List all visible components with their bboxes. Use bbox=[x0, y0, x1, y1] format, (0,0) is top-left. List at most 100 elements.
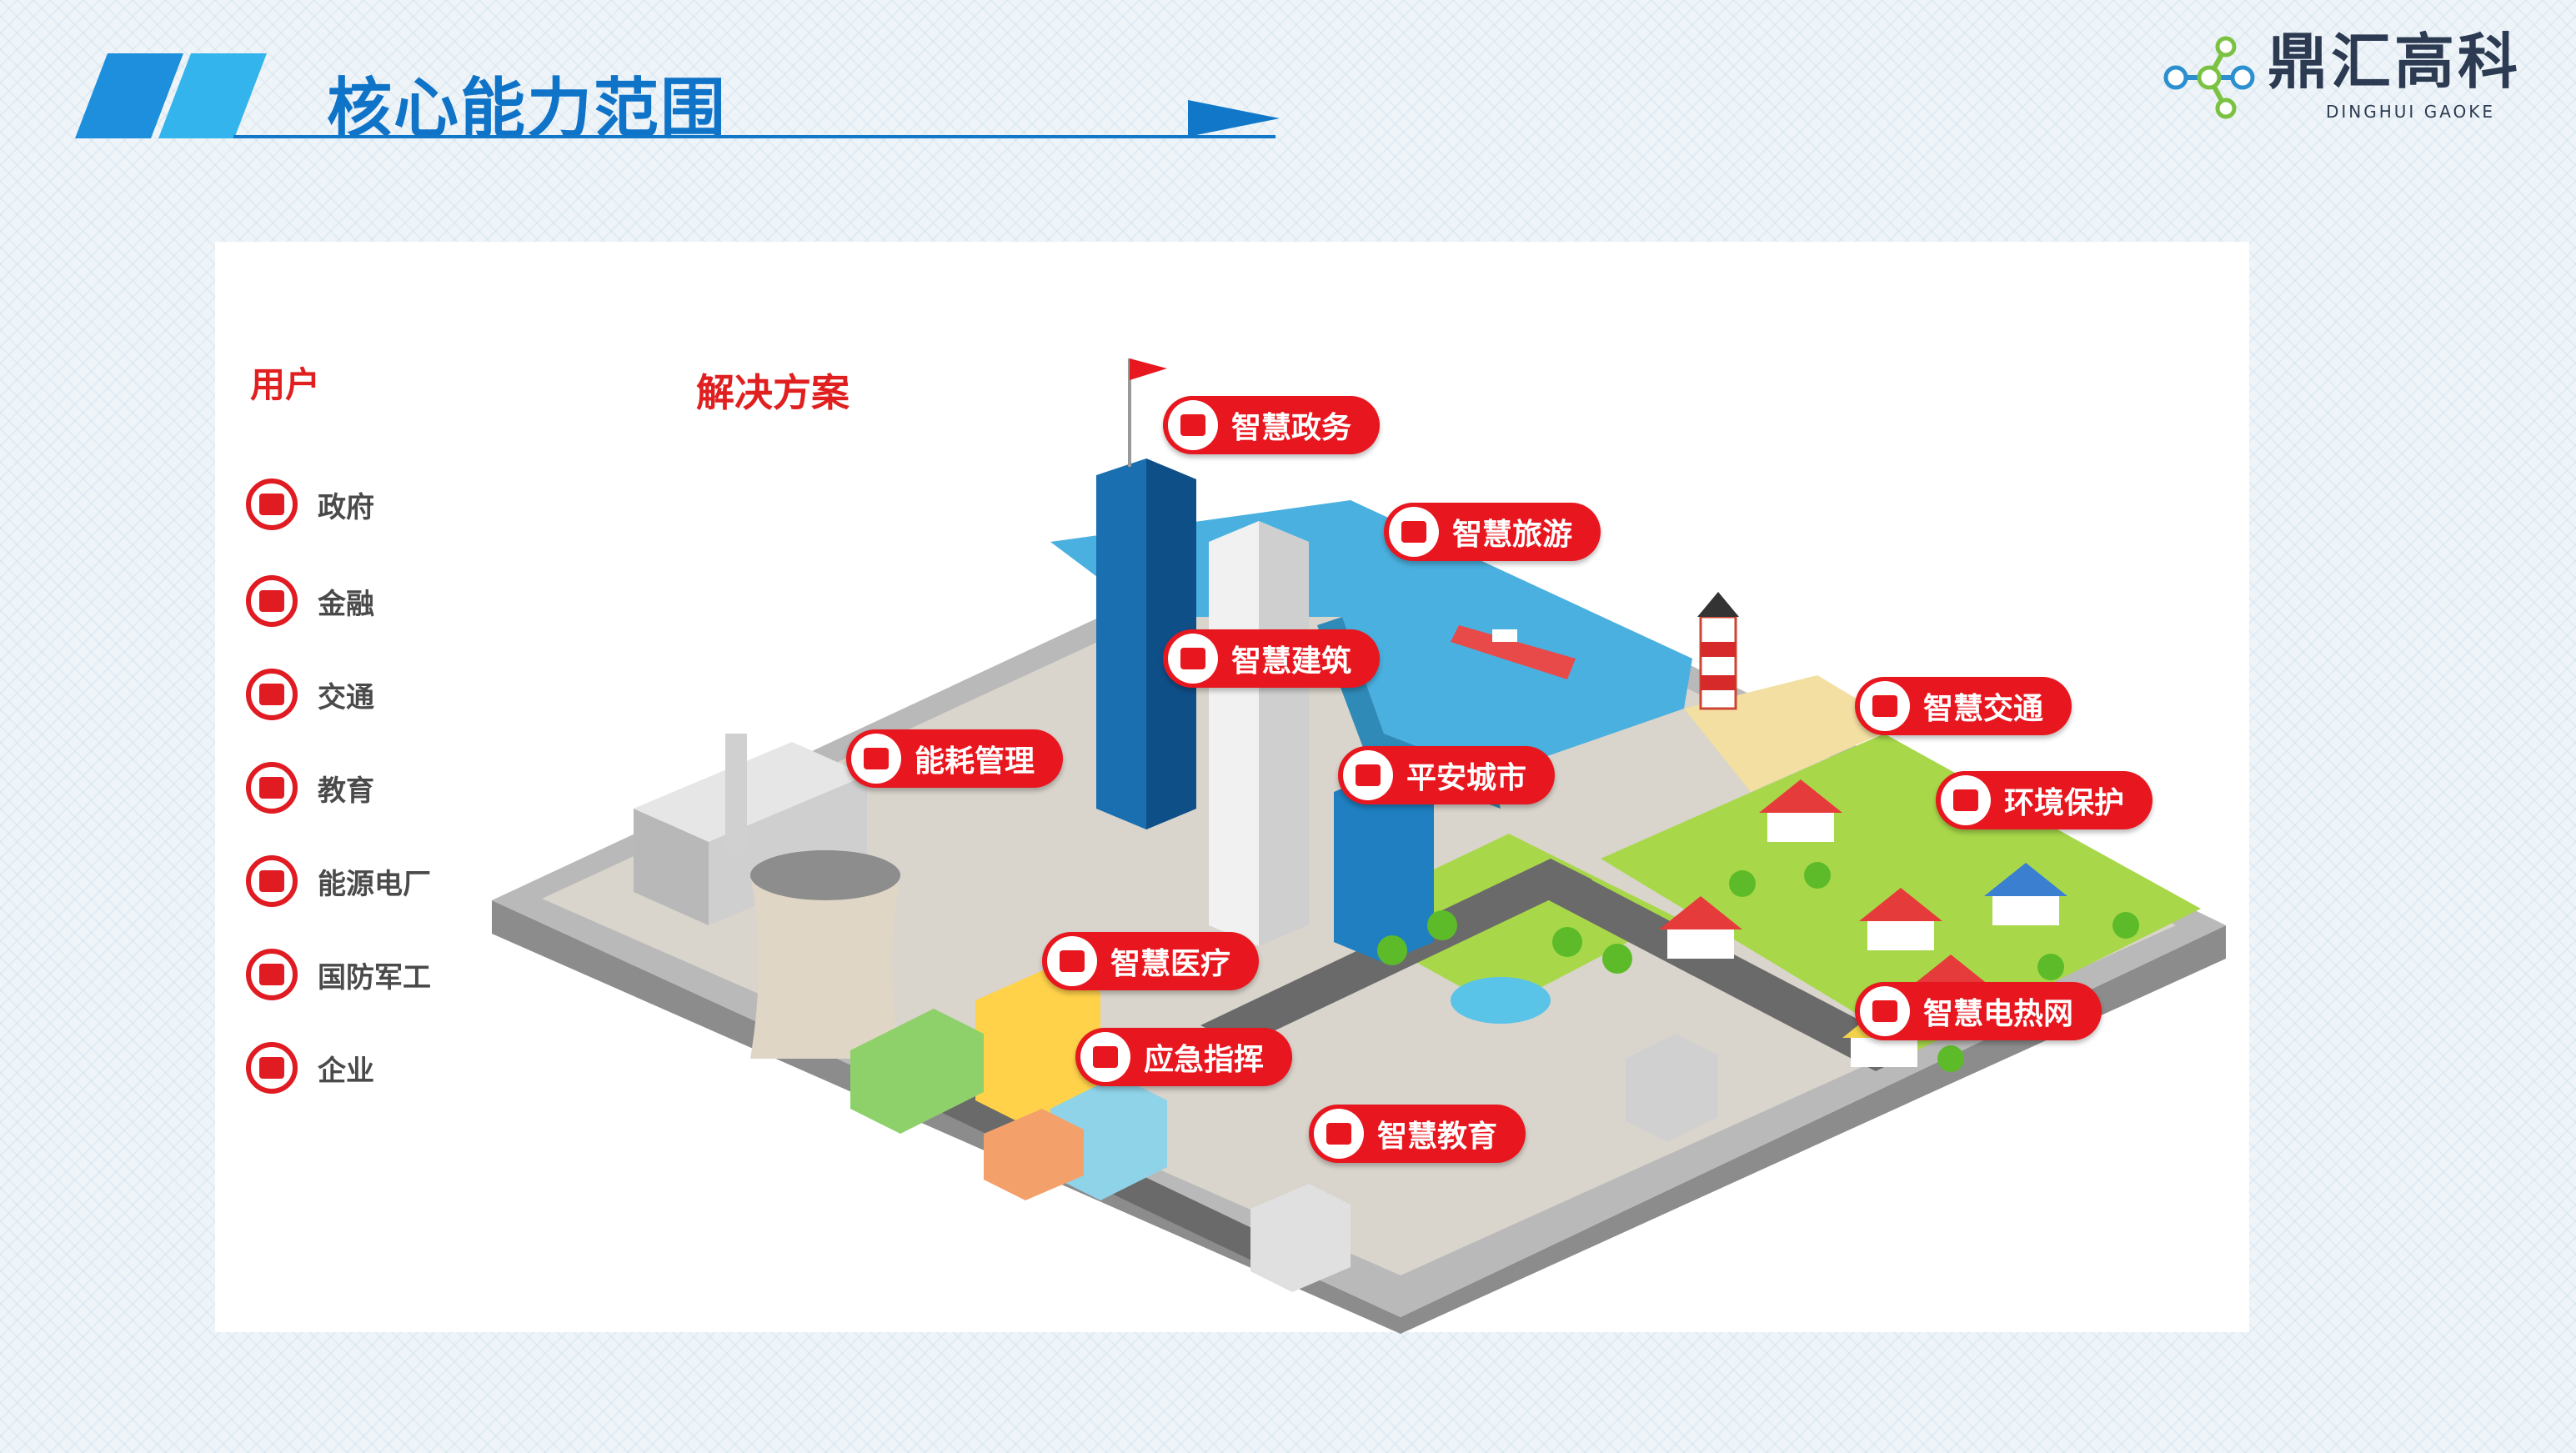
lighthouse-stripe bbox=[1701, 675, 1736, 690]
user-label: 教育 bbox=[318, 774, 374, 808]
slide-header: 核心能力范围 bbox=[0, 0, 2576, 167]
solution-label: 智慧电热网 bbox=[1923, 997, 2074, 1031]
solutions-heading: 解决方案 bbox=[696, 370, 849, 415]
user-label: 能源电厂 bbox=[318, 867, 431, 901]
user-item-transport: 交通 bbox=[246, 665, 374, 724]
lighthouse bbox=[1699, 615, 1737, 710]
user-item-energy: 能源电厂 bbox=[246, 852, 431, 910]
tree bbox=[1552, 927, 1582, 957]
logo-name: 鼎汇高科 bbox=[2268, 27, 2522, 97]
government-building-icon bbox=[246, 478, 298, 530]
user-item-government: 政府 bbox=[246, 475, 374, 534]
factory-roof bbox=[634, 742, 867, 842]
beach bbox=[1684, 675, 1901, 792]
solution-label: 平安城市 bbox=[1406, 761, 1527, 795]
solution-label: 能耗管理 bbox=[915, 744, 1035, 779]
factory-wall bbox=[709, 775, 867, 925]
pill-capsule-icon bbox=[1047, 936, 1097, 986]
solution-label: 智慧交通 bbox=[1923, 692, 2044, 726]
tree bbox=[1937, 1045, 1964, 1072]
toolbox-icon bbox=[246, 1042, 298, 1094]
factory-icon bbox=[246, 855, 298, 907]
building-green bbox=[850, 1009, 984, 1134]
house-roof bbox=[1759, 779, 1842, 813]
coins-icon bbox=[246, 575, 298, 627]
page-title: 核心能力范围 bbox=[327, 72, 728, 147]
cooling-tower bbox=[750, 875, 900, 1059]
satellite-dish-icon bbox=[246, 949, 298, 1000]
gas-pump-icon bbox=[851, 734, 901, 784]
smart-city-illustration bbox=[492, 358, 2226, 1334]
building-yellow bbox=[975, 967, 1100, 1125]
leaf-hand-icon bbox=[1941, 775, 1991, 825]
tree bbox=[1377, 935, 1407, 965]
park-pond bbox=[1451, 977, 1551, 1024]
tree bbox=[1602, 944, 1632, 974]
solution-energy-management: 能耗管理 bbox=[846, 729, 1064, 788]
building-orange bbox=[984, 1109, 1084, 1200]
train-icon bbox=[1860, 681, 1910, 731]
users-heading: 用户 bbox=[250, 364, 321, 405]
solution-label: 智慧旅游 bbox=[1452, 518, 1573, 552]
solution-label: 智慧教育 bbox=[1377, 1120, 1498, 1154]
user-item-finance: 金融 bbox=[246, 572, 374, 630]
tree bbox=[2112, 912, 2139, 939]
factory-wall bbox=[634, 809, 709, 925]
tourism-icon bbox=[1389, 507, 1439, 557]
cooling-tower-rim bbox=[750, 850, 900, 900]
shield-icon bbox=[1343, 750, 1393, 800]
solution-environment-protection: 环境保护 bbox=[1936, 771, 2153, 829]
user-item-defense: 国防军工 bbox=[246, 945, 431, 1004]
laptop-icon bbox=[1860, 986, 1910, 1036]
solution-smart-government: 智慧政务 bbox=[1163, 396, 1381, 454]
solution-smart-transport: 智慧交通 bbox=[1855, 677, 2072, 735]
chimney bbox=[725, 734, 747, 850]
solution-smart-tourism: 智慧旅游 bbox=[1384, 503, 1601, 561]
solution-smart-heating-grid: 智慧电热网 bbox=[1855, 982, 2102, 1040]
user-label: 交通 bbox=[318, 680, 374, 714]
user-label: 金融 bbox=[318, 587, 374, 621]
building-grey bbox=[1626, 1034, 1717, 1142]
solution-smart-building: 智慧建筑 bbox=[1163, 629, 1381, 688]
user-label: 国防军工 bbox=[318, 960, 431, 995]
road bbox=[1509, 859, 1917, 1071]
tree bbox=[1804, 862, 1831, 889]
logo-subtitle: DINGHUI GAOKE bbox=[2326, 102, 2496, 122]
solution-safe-city: 平安城市 bbox=[1338, 746, 1556, 804]
bus-icon bbox=[246, 669, 298, 720]
briefcase-icon bbox=[1168, 400, 1218, 450]
house-roof bbox=[1984, 863, 2067, 896]
company-logo: 鼎汇高科 DINGHUI GAOKE bbox=[2159, 32, 2543, 123]
user-label: 企业 bbox=[318, 1054, 374, 1088]
solution-label: 应急指挥 bbox=[1144, 1043, 1265, 1077]
graduation-cap-icon bbox=[1314, 1109, 1364, 1159]
user-item-enterprise: 企业 bbox=[246, 1039, 374, 1097]
siren-person-icon bbox=[1080, 1032, 1130, 1082]
solution-emergency-command: 应急指挥 bbox=[1075, 1028, 1293, 1086]
solution-smart-education: 智慧教育 bbox=[1309, 1105, 1526, 1163]
solution-label: 智慧建筑 bbox=[1231, 644, 1352, 679]
ship-cabin bbox=[1492, 629, 1517, 642]
house-roof bbox=[1659, 896, 1742, 929]
tree bbox=[2037, 954, 2064, 980]
building-icon bbox=[1168, 634, 1218, 684]
office-tower-side bbox=[1259, 521, 1309, 946]
lighthouse-top bbox=[1697, 592, 1739, 617]
tree bbox=[1427, 910, 1457, 940]
user-item-education: 教育 bbox=[246, 759, 374, 817]
solution-smart-healthcare: 智慧医疗 bbox=[1042, 932, 1260, 990]
tree bbox=[1729, 870, 1756, 897]
title-underline bbox=[233, 135, 1275, 138]
building-grey bbox=[1250, 1184, 1351, 1292]
flag bbox=[1130, 358, 1167, 380]
solution-label: 环境保护 bbox=[2004, 786, 2125, 820]
ship bbox=[1451, 625, 1576, 679]
solution-label: 智慧政务 bbox=[1231, 411, 1352, 445]
lighthouse-stripe bbox=[1701, 642, 1736, 657]
office-block bbox=[1334, 771, 1434, 963]
title-arrow-icon bbox=[1188, 100, 1280, 137]
house-roof bbox=[1909, 954, 1992, 988]
solution-label: 智慧医疗 bbox=[1110, 947, 1231, 981]
books-icon bbox=[246, 762, 298, 814]
house-roof bbox=[1859, 888, 1942, 921]
